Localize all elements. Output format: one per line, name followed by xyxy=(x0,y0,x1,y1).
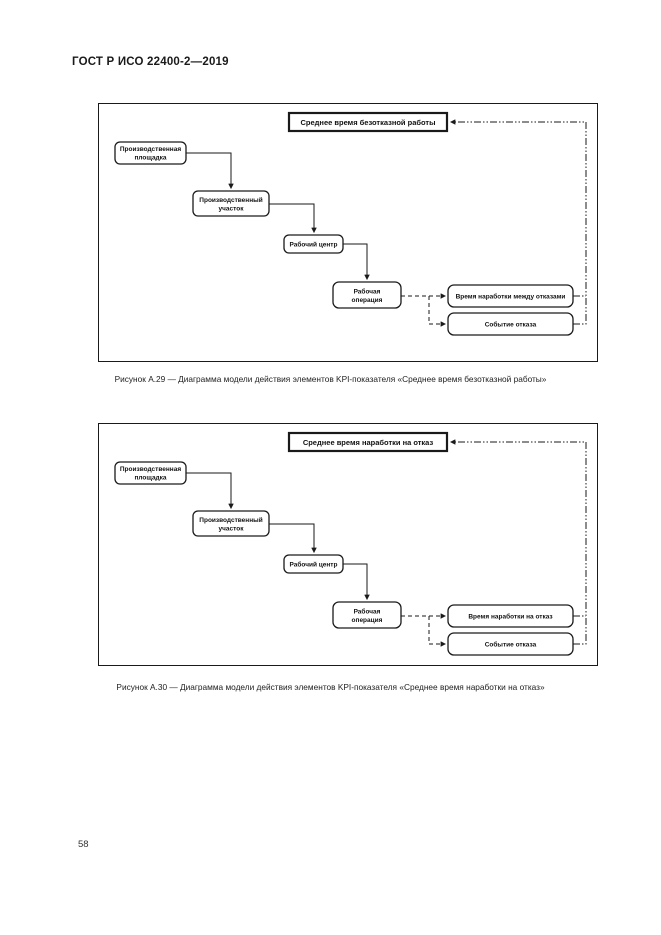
node-metric2-label: Событие отказа xyxy=(485,641,537,649)
connector-area-to-workcenter xyxy=(269,523,317,554)
figure-a29-frame: Среднее время безотказной работы Произво… xyxy=(98,103,598,362)
node-production-site-label-1: Производственная xyxy=(120,466,181,473)
node-metric-time-to-failure xyxy=(447,604,574,628)
connector-workcenter-to-operation xyxy=(343,563,370,601)
node-work-operation-label-1: Рабочая xyxy=(354,288,381,296)
kpi-title-label: Среднее время наработки на отказ xyxy=(303,438,434,447)
node-production-site xyxy=(114,141,187,165)
node-metric-time-between-failures xyxy=(447,284,574,308)
connector-site-to-area xyxy=(186,472,234,510)
node-work-center xyxy=(283,554,344,574)
node-metric2-label: Событие отказа xyxy=(485,321,537,329)
node-production-site xyxy=(114,461,187,485)
node-work-operation xyxy=(332,281,402,309)
node-production-area xyxy=(192,510,270,537)
figure-a29-caption: Рисунок А.29 — Диаграмма модели действия… xyxy=(114,374,547,384)
node-metric1-label: Время наработки на отказ xyxy=(468,613,553,621)
node-production-site-label-2: площадка xyxy=(134,155,166,162)
node-production-area xyxy=(192,190,270,217)
node-work-center xyxy=(283,234,344,254)
figure-a30-caption: Рисунок А.30 — Диаграмма модели действия… xyxy=(116,682,545,692)
connector-workcenter-to-operation xyxy=(343,243,370,281)
node-work-operation-label-2: операция xyxy=(352,617,383,624)
node-production-area-label-1: Производственный xyxy=(199,196,262,204)
node-production-area-label-2: участок xyxy=(219,206,245,213)
figure-a30-diagram: Среднее время наработки на отказ Произво… xyxy=(114,431,587,656)
node-production-site-label-2: площадка xyxy=(134,475,166,482)
connector-metrics-to-kpi xyxy=(449,119,587,325)
connector-operation-to-metric2 xyxy=(428,616,447,647)
document-header: ГОСТ Р ИСО 22400-2—2019 xyxy=(72,56,229,68)
page-number: 58 xyxy=(78,839,89,850)
connector-area-to-workcenter xyxy=(269,203,317,234)
node-production-area-label-1: Производственный xyxy=(199,516,262,524)
node-work-center-label: Рабочий центр xyxy=(290,241,338,249)
kpi-title-box xyxy=(287,431,449,453)
connector-metrics-to-kpi xyxy=(449,439,587,645)
node-production-site-label-1: Производственная xyxy=(120,146,181,153)
connector-site-to-area xyxy=(186,152,234,190)
node-work-operation-label-2: операция xyxy=(352,297,383,304)
node-failure-event xyxy=(447,632,574,656)
node-metric1-label: Время наработки между отказами xyxy=(456,293,566,301)
kpi-title-label: Среднее время безотказной работы xyxy=(301,118,436,127)
node-work-operation-label-1: Рабочая xyxy=(354,608,381,616)
figure-a30-frame: Среднее время наработки на отказ Произво… xyxy=(98,423,598,666)
figure-a29-diagram: Среднее время безотказной работы Произво… xyxy=(114,111,587,336)
kpi-title-box xyxy=(287,111,449,133)
node-work-center-label: Рабочий центр xyxy=(290,561,338,569)
node-work-operation xyxy=(332,601,402,629)
connector-operation-to-metric2 xyxy=(428,296,447,327)
node-failure-event xyxy=(447,312,574,336)
node-production-area-label-2: участок xyxy=(219,526,245,533)
